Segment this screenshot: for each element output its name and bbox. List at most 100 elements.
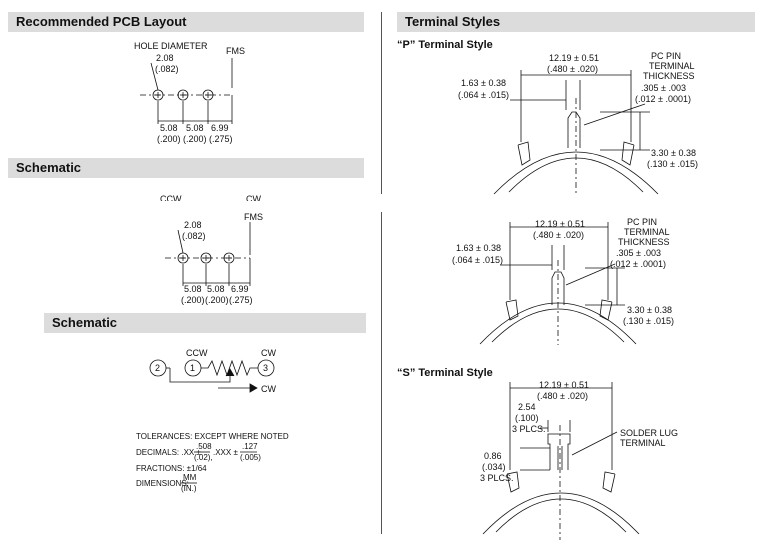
p2-left-in: (.064 ± .015): [452, 255, 503, 265]
spacing-3-in-2: (.275): [229, 295, 253, 305]
schematic-ccw-label: CCW: [186, 348, 208, 358]
pcb-layout-drawing: [140, 58, 233, 124]
decimals-xxx-num: .127: [242, 442, 258, 451]
p-pin-in: (.012 ± .0001): [635, 94, 691, 104]
section-header-schematic: Schematic: [8, 158, 364, 178]
spacing-2-in: (.200): [183, 134, 207, 144]
pcb-layout-drawing-2: [165, 222, 251, 286]
spacing-2-mm-2: 5.08: [207, 284, 225, 294]
p-housing-arc: [493, 151, 659, 195]
p2-width-mm: 12.19 ± 0.51: [535, 219, 585, 229]
s-lug-plcs: 3 PLCS.: [512, 424, 546, 434]
hole-diameter-mm-2: 2.08: [184, 220, 202, 230]
p2-housing-arc-inner: [491, 308, 625, 343]
fractions-line: FRACTIONS: ±1/64: [136, 464, 207, 473]
decimals-xx-den: (.02),: [194, 453, 213, 462]
p2-pin: [551, 271, 565, 305]
hole-diameter-in: (.082): [155, 64, 179, 74]
schematic-drawing: [149, 359, 275, 393]
tolerance-fraction-bars: [181, 451, 257, 484]
s-width-in: (.480 ± .020): [537, 391, 588, 401]
p-pin: [567, 111, 581, 148]
s-solder-lug: [547, 433, 571, 470]
p2-pin-in: (.012 ± .0001): [610, 259, 666, 269]
s-lug-in: (.100): [515, 413, 539, 423]
p-terminal-style-title: “P” Terminal Style: [397, 39, 493, 51]
p2-pin-mm: .305 ± .003: [616, 248, 661, 258]
p-pin-label-2: TERMINAL: [649, 61, 695, 71]
clip-band: [150, 201, 270, 212]
leader-line: [177, 229, 184, 254]
p-terminal-drawing: [493, 70, 659, 200]
fms-label: FMS: [226, 46, 245, 56]
s-solder-label-2: TERMINAL: [620, 438, 666, 448]
wiper-connection: [169, 368, 231, 383]
section-header-terminal-styles: Terminal Styles: [397, 12, 755, 32]
s-terminal-style-title: “S” Terminal Style: [397, 367, 493, 379]
spacing-1-mm: 5.08: [160, 123, 178, 133]
p-height-mm: 3.30 ± 0.38: [651, 148, 696, 158]
pin-1-label: 1: [190, 363, 196, 373]
s-housing-arc: [482, 492, 640, 535]
decimals-xxx-den: (.005): [240, 453, 261, 462]
p-left-in: (.064 ± .015): [458, 90, 509, 100]
column-divider-top: [381, 12, 382, 194]
cw-arrowhead: [249, 383, 258, 393]
section-header-pcb-layout: Recommended PCB Layout: [8, 12, 364, 32]
p-width-in: (.480 ± .020): [547, 64, 598, 74]
dimensions-mm: MM: [183, 473, 197, 482]
dimensions-in: (IN.): [181, 484, 197, 493]
cw-arrow-label: CW: [261, 384, 276, 394]
schematic-cw-label: CW: [261, 348, 276, 358]
p2-pin-label-3: THICKNESS: [618, 237, 670, 247]
p2-height-mm: 3.30 ± 0.38: [627, 305, 672, 315]
decimals-xx-num: .508: [196, 442, 212, 451]
s-thick-plcs: 3 PLCS.: [480, 473, 514, 483]
p-pin-mm: .305 ± .003: [641, 83, 686, 93]
spacing-1-mm-2: 5.08: [184, 284, 202, 294]
p-left-mm: 1.63 ± 0.38: [461, 78, 506, 88]
s-lug-mm: 2.54: [518, 402, 536, 412]
p-pin-leader: [583, 103, 646, 126]
p-pin-label-1: PC PIN: [651, 51, 682, 61]
s-solder-label-1: SOLDER LUG: [620, 428, 679, 438]
p2-left-mm: 1.63 ± 0.38: [456, 243, 501, 253]
leader-line: [150, 62, 159, 91]
dimensions-label: DIMENSIONS:: [136, 479, 189, 488]
pcb-hole-1: [152, 89, 164, 101]
column-divider-bottom: [381, 212, 382, 534]
decimals-xxx-label: .XXX ±: [213, 448, 238, 457]
spacing-2-mm: 5.08: [186, 123, 204, 133]
spacing-2-in-2: (.200): [205, 295, 229, 305]
p-pin-label-3: THICKNESS: [643, 71, 695, 81]
fms-label-2: FMS: [244, 212, 263, 222]
pin-2-label: 2: [155, 363, 161, 373]
spacing-3-mm-2: 6.99: [231, 284, 249, 294]
resistor-zigzag: [201, 359, 258, 377]
schematic-header: Schematic: [44, 313, 366, 333]
p2-width-in: (.480 ± .020): [533, 230, 584, 240]
s-width-mm: 12.19 ± 0.51: [539, 380, 589, 390]
wiper-arrowhead: [225, 368, 235, 377]
hole-diameter-label: HOLE DIAMETER: [134, 41, 208, 51]
p2-pin-label-2: TERMINAL: [624, 227, 670, 237]
decimals-label: DECIMALS: .XX ±: [136, 448, 201, 457]
cw-label-top: CW: [246, 194, 261, 204]
spacing-3-mm: 6.99: [211, 123, 229, 133]
spacing-1-in: (.200): [157, 134, 181, 144]
pin-3-label: 3: [263, 363, 269, 373]
p2-pin-label-1: PC PIN: [627, 217, 658, 227]
s-lug-leader: [571, 431, 618, 456]
p-height-in: (.130 ± .015): [647, 159, 698, 169]
p-width-mm: 12.19 ± 0.51: [549, 53, 599, 63]
tolerances-line: TOLERANCES: EXCEPT WHERE NOTED: [136, 432, 289, 441]
pcb-hole-3: [202, 89, 214, 101]
hole-diameter-mm: 2.08: [156, 53, 174, 63]
p-terminal-drawing-2: [479, 222, 637, 345]
pcb-hole-2: [177, 89, 189, 101]
hole-diameter-in-2: (.082): [182, 231, 206, 241]
s-thick-in: (.034): [482, 462, 506, 472]
ccw-label-top: CCW: [160, 194, 182, 204]
spacing-3-in: (.275): [209, 134, 233, 144]
